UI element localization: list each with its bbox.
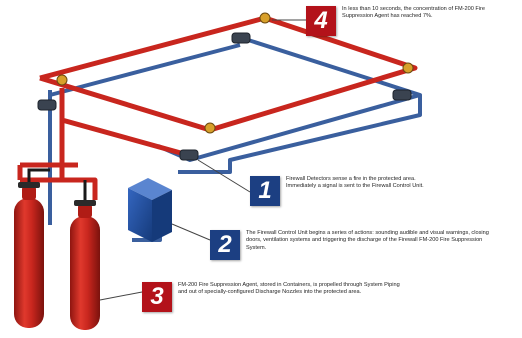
nozzle-icon — [259, 12, 271, 24]
agent-cylinder-icon — [14, 182, 44, 328]
callout-step-4: 4 In less than 10 seconds, the concentra… — [306, 6, 506, 36]
detector-icon — [37, 99, 57, 111]
callout-step-2: 2 The Firewall Control Unit begins a ser… — [210, 230, 510, 260]
discharge-nozzles — [56, 12, 414, 134]
step-description-2: The Firewall Control Unit begins a serie… — [246, 230, 489, 251]
system-piping — [17, 15, 418, 200]
step-badge-3: 3 — [142, 282, 172, 312]
step-description-3: FM-200 Fire Suppression Agent, stored in… — [178, 282, 400, 296]
detectors — [37, 32, 412, 161]
detector-icon — [231, 32, 251, 44]
callout-leaders — [99, 19, 306, 301]
step-description-1: Firewall Detectors sense a fire in the p… — [286, 176, 424, 190]
detector-icon — [392, 89, 412, 101]
step-badge-4: 4 — [306, 6, 336, 36]
agent-cylinders — [14, 168, 100, 330]
step-badge-1: 1 — [250, 176, 280, 206]
callout-step-1: 1 Firewall Detectors sense a fire in the… — [250, 176, 460, 206]
step-description-4: In less than 10 seconds, the concentrati… — [342, 6, 486, 20]
detector-icon — [179, 149, 199, 161]
control-panel-icon — [128, 178, 172, 242]
nozzle-icon — [204, 122, 216, 134]
step-badge-2: 2 — [210, 230, 240, 260]
agent-cylinder-icon — [70, 200, 100, 330]
callout-step-3: 3 FM-200 Fire Suppression Agent, stored … — [142, 282, 422, 312]
detector-wiring — [48, 36, 422, 242]
nozzle-icon — [402, 62, 414, 74]
nozzle-icon — [56, 74, 68, 86]
